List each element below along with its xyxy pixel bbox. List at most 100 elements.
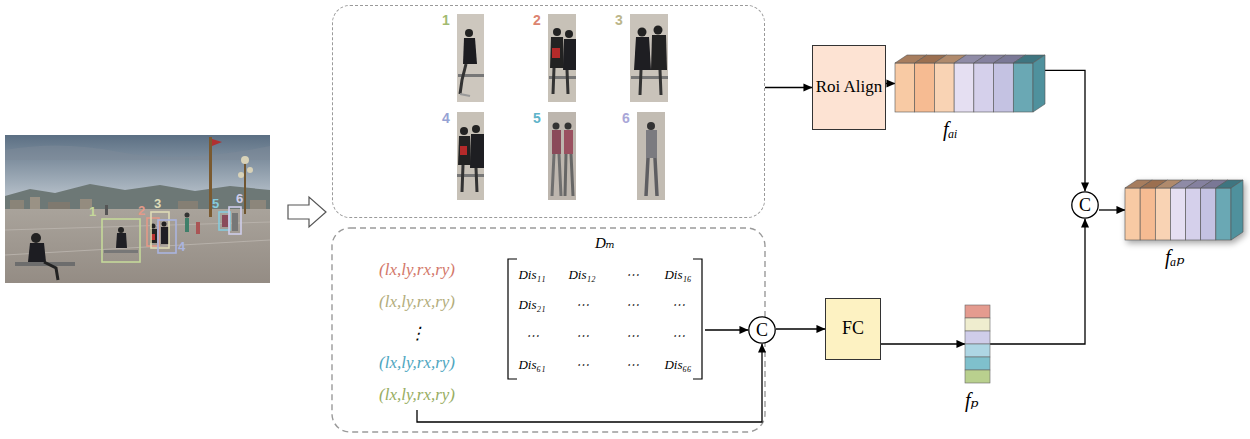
concat-circle: C (1071, 191, 1099, 219)
callout-number: 5 (533, 111, 541, 125)
matrix-entry: ⋯ (576, 298, 589, 311)
coordinate-tuple: (lx,ly,rx,ry) (379, 385, 455, 405)
callout-number: 2 (138, 204, 145, 217)
cube-slice (934, 63, 954, 112)
operator-symbol: C (1079, 196, 1091, 214)
feature-cube: fₐᵢ (895, 55, 1045, 112)
cube-slice (1170, 188, 1185, 240)
matrix-bracket (693, 259, 702, 379)
feature-cube: fₐₚ (1125, 180, 1243, 240)
bounding-box (158, 220, 176, 253)
cube-slice (895, 63, 915, 112)
feature-name: fₐₚ (1165, 246, 1184, 268)
arrow-connector (886, 83, 895, 84)
matrix-entry: Dis₂₁ (518, 298, 545, 311)
bounding-box (102, 219, 140, 262)
matrix-entry: ⋯ (626, 268, 639, 281)
cube-slice (1125, 188, 1140, 240)
crop-image (630, 14, 668, 102)
vector-cell (965, 344, 990, 357)
person-crops (457, 14, 668, 200)
process-box: FC (825, 298, 881, 360)
feature-cube-shape (895, 55, 1045, 112)
matrix-bracket (508, 259, 517, 379)
matrix-entry: ⋯ (672, 329, 685, 342)
matrix-entry: Dis₁₂ (568, 268, 595, 281)
crop-image (548, 112, 576, 200)
callout-number: 3 (615, 13, 623, 27)
bounding-box (151, 212, 169, 248)
box-label: FC (842, 318, 864, 340)
circle-outline (1072, 192, 1098, 218)
matrix-entry: ⋯ (526, 329, 539, 342)
feature-vector-shape (965, 305, 990, 383)
arrow-connector (881, 343, 965, 344)
coordinate-tuple: (lx,ly,rx,ry) (379, 353, 455, 373)
callout-number: 6 (622, 111, 630, 125)
process-box: Roi Align (812, 45, 886, 130)
crop-image (457, 14, 484, 102)
cube-slice (1155, 188, 1170, 240)
circle-label-group: C (1079, 196, 1091, 214)
arrow-connector (990, 219, 1085, 344)
bounding-box (147, 218, 159, 246)
callout-number: 2 (533, 13, 541, 27)
box-label-group: FC (842, 318, 864, 340)
dashed-panel (332, 228, 765, 432)
callout-number: 6 (236, 192, 243, 205)
callout-number: 1 (89, 205, 96, 218)
callout-number: 4 (442, 111, 450, 125)
matrix-entry: ⋯ (626, 329, 639, 342)
matrix-entry: Dis₁₁ (518, 268, 545, 281)
cube-slice (1186, 188, 1201, 240)
concat-circle: C (748, 316, 776, 344)
box-label-group: Roi Align (816, 77, 883, 97)
matrix-entry: Dis₆₆ (664, 358, 691, 371)
cube-slice (974, 63, 994, 112)
callout-number: 1 (442, 13, 450, 27)
feature-cube-shape (1125, 180, 1243, 240)
arrow-connector (417, 344, 762, 422)
distance-matrix: DₘDis₁₁Dis₁₂⋯Dis₁₆Dis₂₁⋯⋯⋯⋯⋯⋯⋯Dis₆₁⋯⋯Dis… (505, 258, 705, 380)
matrix-name: Dₘ (595, 236, 615, 251)
cube-slice (994, 63, 1014, 112)
matrix-entry: Dis₆₁ (518, 358, 545, 371)
vector-cell (965, 305, 990, 318)
bounding-box (229, 207, 241, 234)
vector-cell (965, 318, 990, 331)
dashed-panel: 1 2 3 4 5 6 (332, 5, 765, 218)
vector-cell (965, 357, 990, 370)
box-label: Roi Align (816, 77, 883, 97)
plaza-photo (5, 135, 270, 283)
vector-cell (965, 331, 990, 344)
callout-number: 3 (154, 197, 161, 210)
matrix-entry: ⋯ (626, 298, 639, 311)
cube-slice (1140, 188, 1155, 240)
arrow-connector (705, 329, 748, 330)
cube-slice (954, 63, 974, 112)
feature-name: fₚ (965, 389, 979, 411)
cube-slice (915, 63, 935, 112)
feature-name: fₐᵢ (943, 118, 958, 140)
feature-vector: fₚ (965, 305, 990, 383)
circle-label-group: C (756, 321, 768, 339)
arrow-connector (1045, 70, 1085, 191)
cube-side (1033, 55, 1045, 112)
callout-number: 5 (212, 197, 219, 210)
coordinate-list: (lx,ly,rx,ry) (lx,ly,rx,ry) ⋮ (lx,ly,rx,ry)… (362, 258, 472, 410)
matrix-entry: ⋯ (626, 358, 639, 371)
crop-image (637, 112, 665, 200)
operator-symbol: C (756, 321, 768, 339)
cube-slice (1216, 188, 1231, 240)
crop-image (548, 14, 576, 102)
matrix-entry: Dis₁₆ (664, 268, 691, 281)
vector-cell (965, 370, 990, 383)
coordinate-tuple: (lx,ly,rx,ry) (379, 260, 455, 280)
cube-slice (1201, 188, 1216, 240)
matrix-entry: ⋯ (576, 329, 589, 342)
coordinate-tuple: (lx,ly,rx,ry) (379, 292, 455, 312)
coordinate-tuple: ⋮ (409, 324, 426, 344)
